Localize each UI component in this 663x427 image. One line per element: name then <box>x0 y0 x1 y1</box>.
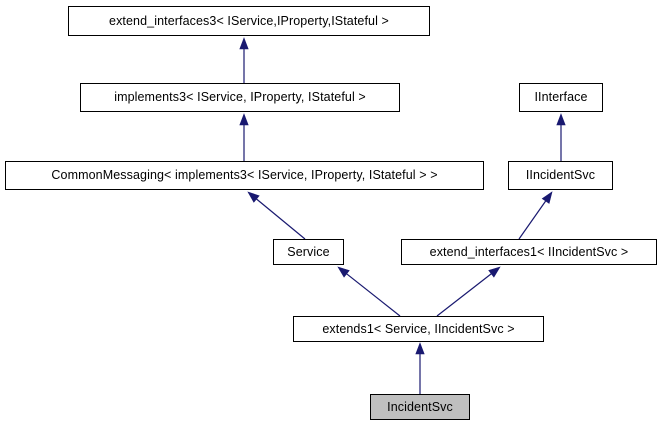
edge-arrowhead-icon <box>541 191 553 204</box>
class-node-extend_interfaces1[interactable]: extend_interfaces1< IIncidentSvc > <box>401 239 657 265</box>
class-node-extends1[interactable]: extends1< Service, IIncidentSvc > <box>293 316 544 342</box>
class-node-label: IncidentSvc <box>387 399 453 414</box>
class-node-extend_interfaces3[interactable]: extend_interfaces3< IService,IProperty,I… <box>68 6 430 36</box>
edge-arrowhead-icon <box>337 266 350 278</box>
edge-line <box>518 200 547 240</box>
edge-common_messaging-to-implements3 <box>239 113 249 161</box>
edge-line <box>256 198 306 240</box>
class-node-label: Service <box>287 244 330 259</box>
class-node-label: IInterface <box>534 90 588 105</box>
edge-arrowhead-icon <box>488 266 501 278</box>
class-node-common_messaging[interactable]: CommonMessaging< implements3< IService, … <box>5 161 484 190</box>
edge-line <box>346 273 401 317</box>
edge-extends1-to-extend_interfaces1 <box>436 266 501 317</box>
edge-line <box>436 273 492 317</box>
class-node-label: extend_interfaces1< IIncidentSvc > <box>429 244 629 259</box>
edge-extends1-to-service <box>337 266 401 317</box>
edge-incidentsvc-to-extends1 <box>415 342 425 394</box>
class-node-label: IIncidentSvc <box>525 168 596 183</box>
class-node-label: CommonMessaging< implements3< IService, … <box>51 168 438 183</box>
edge-service-to-common_messaging <box>247 191 306 240</box>
class-node-service[interactable]: Service <box>273 239 344 265</box>
class-node-label: extends1< Service, IIncidentSvc > <box>322 321 515 336</box>
edge-iincidentsvc-to-iinterface <box>556 113 566 161</box>
edge-arrowhead-icon <box>239 113 249 126</box>
class-node-incidentsvc[interactable]: IncidentSvc <box>370 394 470 420</box>
edge-implements3-to-extend_interfaces3 <box>239 37 249 83</box>
class-node-label: implements3< IService, IProperty, IState… <box>114 90 366 105</box>
class-node-label: extend_interfaces3< IService,IProperty,I… <box>109 13 389 28</box>
class-node-iinterface[interactable]: IInterface <box>519 83 603 112</box>
edge-extend_interfaces1-to-iincidentsvc <box>518 191 553 240</box>
class-node-iincidentsvc[interactable]: IIncidentSvc <box>508 161 613 190</box>
edge-arrowhead-icon <box>247 191 260 203</box>
class-node-implements3[interactable]: implements3< IService, IProperty, IState… <box>80 83 400 112</box>
edge-arrowhead-icon <box>415 342 425 355</box>
edge-arrowhead-icon <box>239 37 249 50</box>
edge-arrowhead-icon <box>556 113 566 126</box>
